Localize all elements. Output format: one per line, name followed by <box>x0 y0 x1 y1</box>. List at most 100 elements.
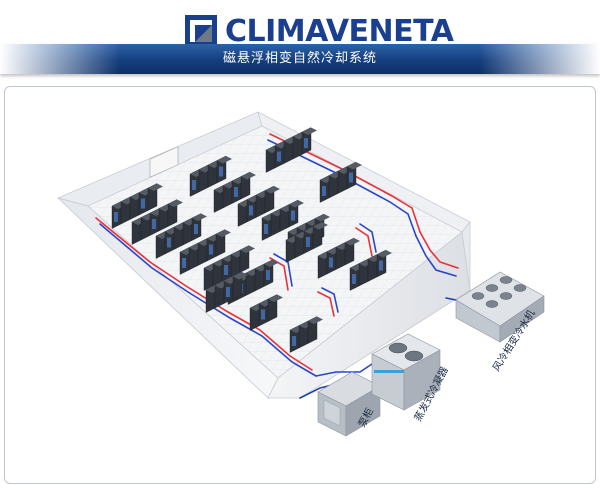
rack-indicator <box>291 210 295 221</box>
chiller-fan <box>499 276 513 284</box>
server-rack-top <box>345 238 360 246</box>
server-rack-top <box>241 172 256 180</box>
rack-indicator <box>226 287 230 297</box>
rack-row <box>317 237 360 279</box>
rack-row <box>285 221 328 263</box>
rack-indicator <box>219 166 223 177</box>
outdoor-equipment <box>317 271 545 437</box>
chiller-fan <box>485 300 499 308</box>
return-pipe-left <box>99 223 317 377</box>
rack-indicator <box>192 180 196 190</box>
rack-indicator <box>261 309 265 320</box>
rack-pipe-e <box>317 291 335 317</box>
rack-pipe-b <box>273 253 293 287</box>
rack-indicator <box>234 187 238 197</box>
return-pipe-back <box>267 139 417 237</box>
rack-pipe-f <box>321 287 339 313</box>
rack-pipe-c <box>355 227 373 257</box>
front-wall-right <box>267 231 471 399</box>
chiller-fan <box>485 284 499 292</box>
rack-row <box>189 155 232 197</box>
condenser-fan-1 <box>388 342 408 354</box>
rack-indicator <box>114 212 118 222</box>
supply-pipe-right <box>419 231 459 269</box>
server-rack-top <box>168 199 183 207</box>
rack-pipe-d <box>359 223 377 253</box>
subtitle-bar-fade-left <box>0 44 120 74</box>
server-rack-top <box>313 222 328 230</box>
rack-row <box>261 199 304 241</box>
rack-indicator <box>167 237 171 248</box>
subtitle-bar-fade-right <box>480 44 600 74</box>
rack-row <box>213 171 256 213</box>
rack-row <box>349 249 392 291</box>
rack-row <box>111 183 163 229</box>
rack-indicator <box>224 265 228 275</box>
rack-row <box>237 185 280 227</box>
server-rack-top <box>265 186 280 194</box>
server-racks <box>111 127 392 353</box>
server-rack-top <box>302 127 317 135</box>
evaporative-condenser <box>371 333 441 411</box>
rack-indicator <box>266 270 270 280</box>
floor-grid <box>88 126 462 378</box>
rack-indicator <box>152 219 156 229</box>
chiller-fans <box>471 276 527 308</box>
server-rack-top <box>289 200 304 208</box>
rack-row <box>289 316 323 353</box>
server-rack-top <box>217 156 232 164</box>
return-pipe-right <box>415 235 457 277</box>
room <box>56 111 471 399</box>
wall-sign <box>149 146 179 178</box>
supply-pipe-back <box>269 133 421 233</box>
air-cooled-chiller <box>455 271 545 343</box>
rack-row <box>319 161 362 203</box>
server-rack-top <box>308 316 323 324</box>
rack-row <box>203 245 255 291</box>
rack-indicator <box>141 198 145 209</box>
outdoor-pipe-condenser <box>315 359 379 377</box>
rack-row <box>155 213 207 259</box>
pump-cabinet-panel <box>323 399 341 427</box>
server-rack-top <box>315 214 330 222</box>
server-rack-top <box>240 245 255 253</box>
chiller-fan <box>513 284 527 292</box>
rack-indicator <box>304 138 308 148</box>
server-rack-top <box>268 294 283 302</box>
rack-row <box>179 229 231 275</box>
rack-row <box>205 271 248 313</box>
supply-pipe-left <box>95 217 313 371</box>
rack-indicator <box>292 336 296 346</box>
rack-indicator <box>264 224 268 234</box>
server-rack-top <box>148 183 163 191</box>
server-rack-top <box>377 250 392 258</box>
rack-indicator <box>277 151 281 162</box>
rack-indicator <box>194 224 198 234</box>
chiller-right <box>499 295 545 343</box>
rack-indicator <box>349 172 353 183</box>
rack-indicator <box>182 258 186 268</box>
rack-indicator <box>209 244 213 255</box>
rack-indicator <box>322 186 326 196</box>
server-rack-top <box>192 213 207 221</box>
chiller-fan <box>471 292 485 300</box>
condenser-right <box>403 349 441 411</box>
condenser-stripe <box>374 370 404 373</box>
rack-indicator <box>352 274 356 284</box>
brand-logo: CLIMAVENETA <box>183 9 454 53</box>
pump-cabinet-right <box>345 385 381 437</box>
rack-indicator <box>306 237 310 247</box>
rack-row <box>265 127 317 173</box>
climaveneta-logo-icon <box>185 15 217 47</box>
server-rack-top <box>233 272 248 280</box>
server-rack-top <box>264 259 279 267</box>
page-subtitle: 磁悬浮相变自然冷却系统 <box>222 51 377 66</box>
rack-indicator <box>329 257 333 268</box>
pump-cabinet <box>317 371 381 437</box>
server-rack-top <box>216 229 231 237</box>
rack-indicator <box>379 260 383 271</box>
rack-indicator <box>249 205 253 216</box>
rack-row <box>131 199 183 245</box>
rack-row <box>249 294 283 331</box>
